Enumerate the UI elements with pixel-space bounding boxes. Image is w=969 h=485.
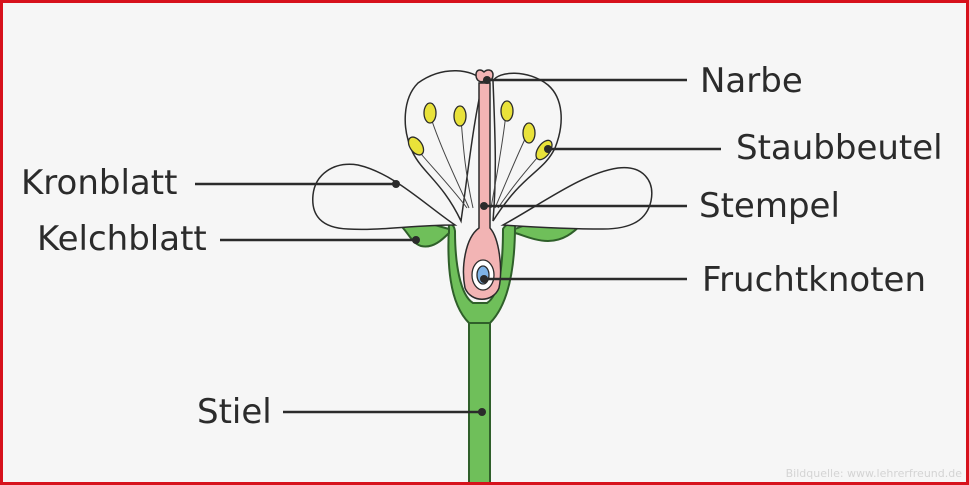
label-kelchblatt: Kelchblatt	[37, 219, 207, 259]
leader-lines	[195, 78, 721, 414]
receptacle	[447, 223, 517, 324]
label-staubbeutel: Staubbeutel	[736, 128, 943, 168]
petal-right	[500, 166, 653, 230]
petal-back-right	[492, 72, 562, 222]
label-kronblatt: Kronblatt	[21, 163, 178, 203]
anther	[522, 122, 536, 144]
anther	[407, 136, 425, 156]
watermark: Bildquelle: www.lehrerfreund.de	[785, 467, 962, 480]
label-fruchtknoten: Fruchtknoten	[702, 260, 927, 300]
flower-diagram	[195, 69, 721, 482]
anther	[500, 100, 514, 122]
petal-left	[312, 163, 458, 231]
label-stempel: Stempel	[699, 186, 840, 226]
anther	[453, 105, 467, 127]
petal-back-left	[404, 70, 484, 224]
anther	[423, 102, 437, 124]
label-narbe: Narbe	[700, 61, 803, 101]
leader-dots	[392, 76, 552, 416]
pistil	[462, 82, 502, 300]
anthers	[407, 100, 553, 161]
label-stiel: Stiel	[197, 392, 272, 432]
stem	[468, 322, 491, 482]
